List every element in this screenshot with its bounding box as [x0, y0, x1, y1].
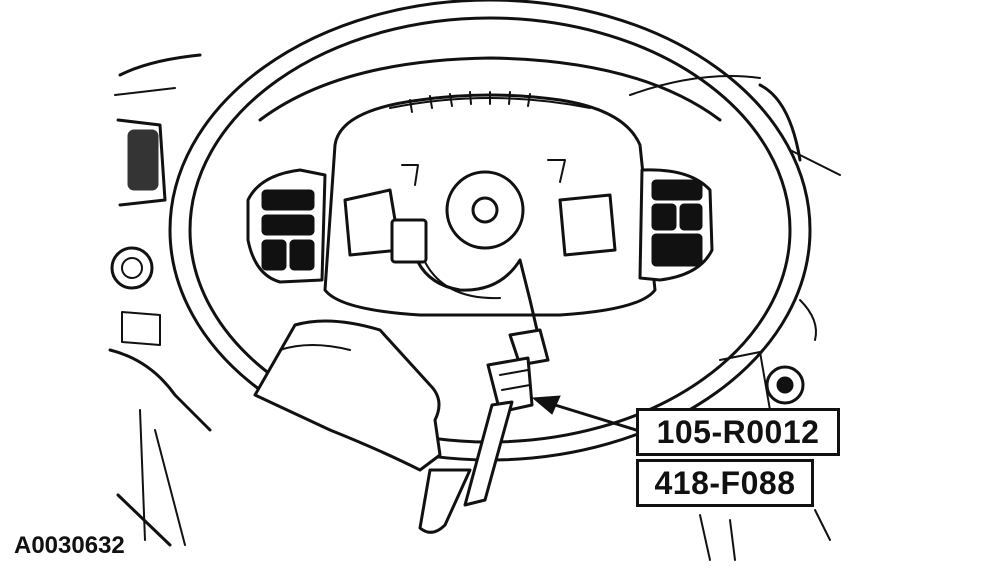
wiring-harness: [416, 258, 539, 332]
left-switch-panel: [246, 168, 327, 284]
dashboard-right: [629, 75, 841, 561]
special-tool: [418, 328, 550, 534]
tool-number-label-secondary: 418-F088: [636, 459, 814, 507]
figure-id-label: A0030632: [14, 532, 125, 559]
right-switch-panel: [638, 168, 714, 282]
callout-arrow: [531, 395, 638, 432]
tool-number-label-primary: 105-R0012: [636, 408, 840, 456]
wheel-hub: [323, 91, 657, 317]
air-bag-module: [253, 319, 442, 472]
dashboard-left: [108, 53, 212, 547]
